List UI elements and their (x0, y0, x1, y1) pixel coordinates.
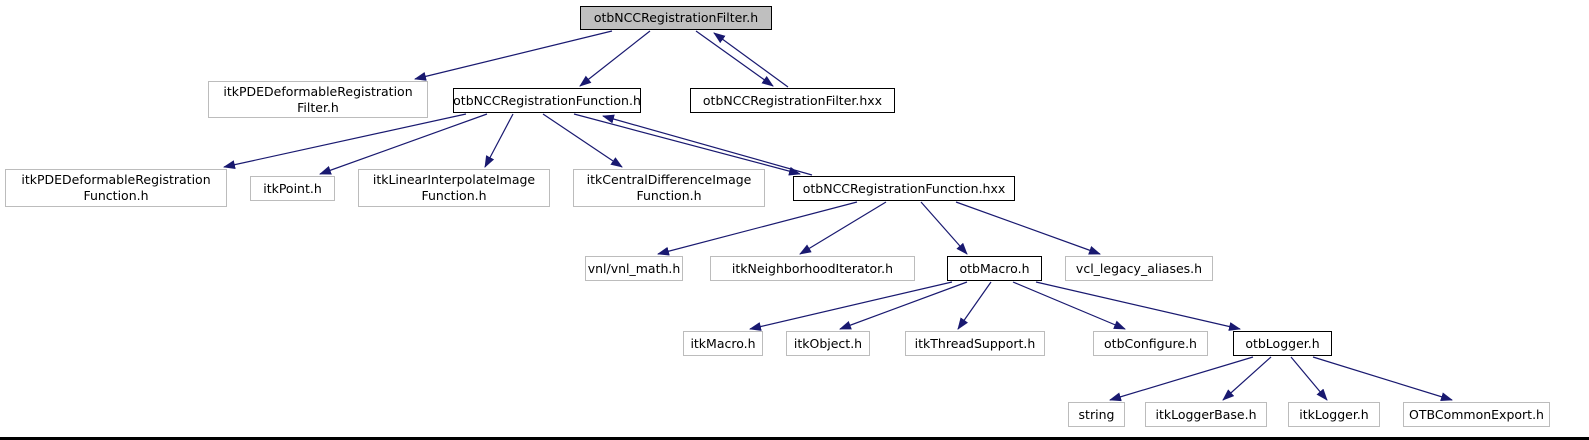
graph-node-itkPDEDeformableRegistrationFunction-h[interactable]: itkPDEDeformableRegistration Function.h (5, 169, 227, 207)
edge-otbNCCRegistrationFunction-hxx--otbMacro-h (920, 201, 968, 255)
edge-otbMacro-h--itkMacro-h (749, 281, 953, 331)
graph-node-itkMacro-h[interactable]: itkMacro.h (683, 331, 763, 356)
edge-otbMacro-h--otbLogger-h (1035, 281, 1241, 331)
edge-otbMacro-h--itkThreadSupport-h (957, 281, 992, 330)
edge-otbMacro-h--itkObject-h (839, 281, 968, 330)
graph-node-itkLogger-h[interactable]: itkLogger.h (1288, 402, 1380, 427)
edge-otbNCCRegistrationFunction-hxx--itkNeighborhoodIterator-h (799, 201, 887, 255)
edge-otbNCCRegistrationFilter-h--otbNCCRegistrationFilter-hxx (695, 30, 774, 87)
graph-node-itkObject-h[interactable]: itkObject.h (786, 331, 870, 356)
graph-node-otbNCCRegistrationFunction-hxx[interactable]: otbNCCRegistrationFunction.hxx (793, 176, 1015, 201)
graph-node-otbLogger-h[interactable]: otbLogger.h (1233, 331, 1332, 356)
edge-otbMacro-h--otbConfigure-h (1012, 281, 1126, 330)
graph-node-string[interactable]: string (1068, 402, 1125, 427)
edge-otbNCCRegistrationFunction-hxx--vnl-vnl_math-h (657, 201, 858, 256)
edge-otbLogger-h--string (1109, 356, 1254, 402)
frame-bottom-border (0, 437, 1589, 440)
edge-otbNCCRegistrationFilter-h--otbNCCRegistrationFunction-h (579, 30, 651, 87)
graph-node-OTBCommonExport-h[interactable]: OTBCommonExport.h (1403, 402, 1550, 427)
edge-otbNCCRegistrationFilter-hxx--otbNCCRegistrationFilter-h (713, 32, 789, 88)
edge-otbNCCRegistrationFunction-hxx--otbNCCRegistrationFunction-h (602, 114, 813, 176)
graph-node-itkCentralDifferenceImageFunction-h[interactable]: itkCentralDifferenceImage Function.h (573, 169, 765, 207)
graph-node-itkPoint-h[interactable]: itkPoint.h (250, 176, 335, 201)
graph-node-itkPDEDeformableRegistrationFilter-h[interactable]: itkPDEDeformableRegistration Filter.h (208, 81, 428, 118)
graph-node-otbConfigure-h[interactable]: otbConfigure.h (1093, 331, 1208, 356)
edge-otbNCCRegistrationFunction-hxx--vcl_legacy_aliases-h (955, 201, 1101, 255)
edge-otbNCCRegistrationFunction-h--itkCentralDifferenceImageFunction-h (542, 113, 623, 168)
graph-node-vcl_legacy_aliases-h[interactable]: vcl_legacy_aliases.h (1065, 256, 1213, 281)
graph-node-otbNCCRegistrationFilter-h[interactable]: otbNCCRegistrationFilter.h (580, 6, 772, 30)
graph-node-itkThreadSupport-h[interactable]: itkThreadSupport.h (905, 331, 1045, 356)
graph-node-otbMacro-h[interactable]: otbMacro.h (947, 256, 1042, 281)
edge-otbNCCRegistrationFunction-h--itkLinearInterpolateImageFunction-h (484, 113, 514, 168)
graph-node-otbNCCRegistrationFilter-hxx[interactable]: otbNCCRegistrationFilter.hxx (690, 88, 895, 113)
edge-otbNCCRegistrationFunction-h--itkPDEDeformableRegistrationFunction-h (223, 113, 467, 170)
graph-node-otbNCCRegistrationFunction-h[interactable]: otbNCCRegistrationFunction.h (453, 88, 641, 113)
edge-otbNCCRegistrationFunction-h--itkPoint-h (319, 113, 488, 175)
edge-otbLogger-h--OTBCommonExport-h (1312, 356, 1453, 402)
edge-otbNCCRegistrationFilter-h--itkPDEDeformableRegistrationFilter-h (414, 30, 613, 81)
graph-node-itkLoggerBase-h[interactable]: itkLoggerBase.h (1145, 402, 1267, 427)
graph-node-itkNeighborhoodIterator-h[interactable]: itkNeighborhoodIterator.h (710, 256, 915, 281)
edge-otbLogger-h--itkLogger-h (1290, 356, 1328, 401)
graph-node-itkLinearInterpolateImageFunction-h[interactable]: itkLinearInterpolateImage Function.h (358, 169, 550, 207)
edge-otbNCCRegistrationFunction-h--otbNCCRegistrationFunction-hxx (573, 113, 801, 176)
edge-otbLogger-h--itkLoggerBase-h (1222, 356, 1272, 401)
graph-node-vnl-vnl_math-h[interactable]: vnl/vnl_math.h (585, 256, 683, 281)
